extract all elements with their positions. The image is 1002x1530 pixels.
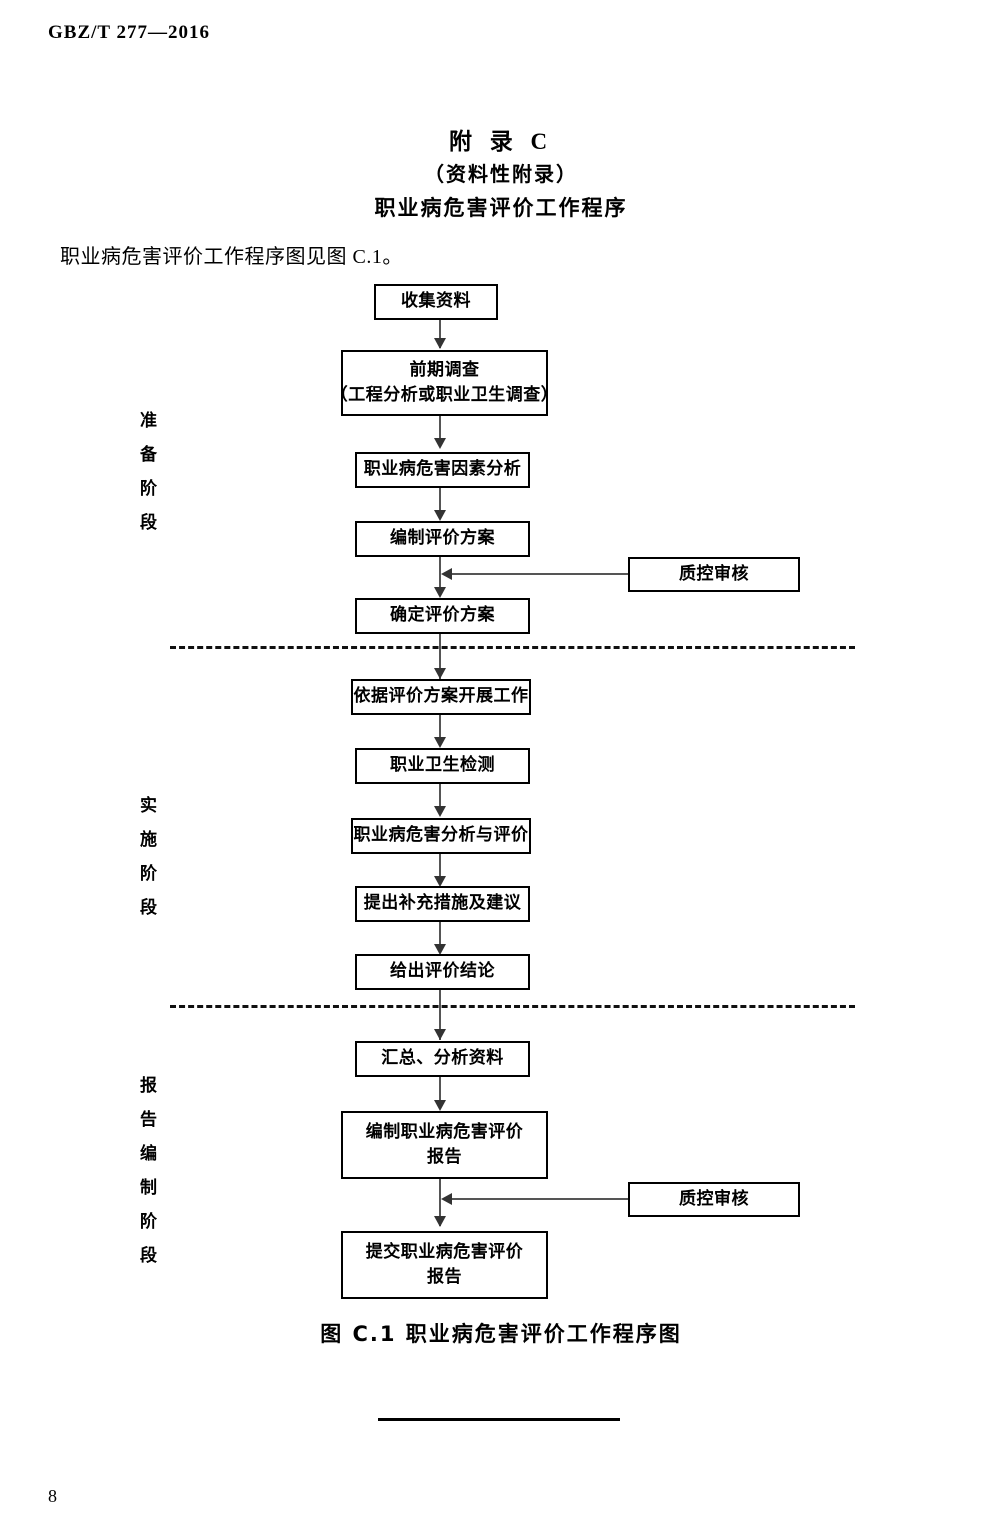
flow-node-label: 职业病危害分析与评价: [353, 825, 529, 846]
connector-testing-to-analysis: [439, 784, 441, 814]
stage-char: 报: [140, 1076, 157, 1096]
stage-divider-1: [170, 646, 855, 649]
stage-char: 编: [140, 1144, 157, 1164]
connector-plan-to-confirm: [439, 557, 441, 595]
flow-node-occupational-health-testing: 职业卫生检测: [355, 748, 530, 784]
connector-draft-to-submit: [439, 1179, 441, 1226]
arrow-left-icon: [441, 568, 452, 580]
flow-node-preliminary-survey: 前期调查 （工程分析或职业卫生调查）: [331, 350, 558, 416]
arrow-down-icon: [434, 668, 446, 679]
flow-node-label: 确定评价方案: [390, 605, 495, 626]
flow-node-carry-out-work: 依据评价方案开展工作: [351, 679, 531, 715]
flow-node-submit-report: 提交职业病危害评价 报告: [341, 1231, 548, 1299]
stage-char: 告: [140, 1110, 157, 1130]
connector-collect-to-survey: [439, 320, 441, 348]
flow-node-draft-report: 编制职业病危害评价 报告: [341, 1111, 548, 1179]
arrow-down-icon: [434, 944, 446, 955]
connector-carryout-to-testing: [439, 715, 441, 745]
flow-node-quality-control-review-2: 质控审核: [628, 1182, 800, 1217]
connector-qc1-to-plan: [452, 573, 628, 575]
flow-node-label: 职业卫生检测: [390, 755, 495, 776]
annex-kind-label: （资料性附录）: [424, 162, 578, 186]
arrow-down-icon: [434, 876, 446, 887]
flow-node-supplementary-measures: 提出补充措施及建议: [355, 886, 530, 922]
flow-node-label: 汇总、分析资料: [381, 1048, 504, 1069]
flow-node-label: 收集资料: [401, 291, 471, 312]
stage-char: 阶: [140, 864, 157, 884]
stage-label-preparation: 准 备 阶 段: [140, 413, 157, 549]
flow-node-label-line2: 报告: [427, 1267, 462, 1287]
flow-node-quality-control-review-1: 质控审核: [628, 557, 800, 592]
stage-char: 阶: [140, 1212, 157, 1232]
arrow-down-icon: [434, 338, 446, 349]
connector-confirm-to-carryout: [439, 634, 441, 682]
intro-paragraph: 职业病危害评价工作程序图见图 C.1。: [60, 246, 403, 268]
connector-survey-to-factor: [439, 416, 441, 446]
arrow-down-icon: [434, 1216, 446, 1227]
flow-node-label: 提交职业病危害评价: [365, 1241, 524, 1262]
stage-char: 备: [140, 445, 157, 465]
stage-char: 准: [140, 411, 157, 431]
flow-node-label-line2: 报告: [427, 1147, 462, 1167]
stage-label-implementation: 实 施 阶 段: [140, 798, 157, 934]
flow-node-hazard-analysis-evaluation: 职业病危害分析与评价: [351, 818, 531, 854]
flow-node-evaluation-conclusion: 给出评价结论: [355, 954, 530, 990]
stage-char: 段: [140, 513, 157, 533]
arrow-down-icon: [434, 510, 446, 521]
page-number: 8: [48, 1486, 57, 1506]
connector-conclusion-to-summary: [439, 990, 441, 1040]
flow-node-draft-evaluation-plan: 编制评价方案: [355, 521, 530, 557]
figure-caption: 图 C.1 职业病危害评价工作程序图: [320, 1322, 682, 1346]
flow-node-label: 给出评价结论: [390, 961, 495, 982]
stage-char: 施: [140, 830, 157, 850]
flow-node-label: 前期调查: [409, 359, 480, 380]
stage-char: 制: [140, 1178, 157, 1198]
stage-char: 段: [140, 898, 157, 918]
arrow-down-icon: [434, 737, 446, 748]
stage-char: 段: [140, 1246, 157, 1266]
arrow-down-icon: [434, 1100, 446, 1111]
standard-code-header: GBZ/T 277—2016: [48, 22, 210, 43]
stage-char: 实: [140, 796, 157, 816]
flow-node-label: 提出补充措施及建议: [363, 893, 522, 914]
flow-node-label-line2: （工程分析或职业卫生调查）: [330, 385, 559, 405]
arrow-down-icon: [434, 438, 446, 449]
connector-measures-to-conclusion: [439, 922, 441, 952]
annex-subject-title: 职业病危害评价工作程序: [374, 196, 628, 220]
flow-node-hazard-factor-analysis: 职业病危害因素分析: [355, 452, 530, 488]
connector-factor-to-plan: [439, 488, 441, 518]
arrow-down-icon: [434, 806, 446, 817]
arrow-down-icon: [434, 1029, 446, 1040]
connector-qc2-to-draft: [452, 1198, 628, 1200]
annex-title: 附 录 C: [448, 129, 554, 154]
flow-node-label: 质控审核: [679, 1188, 749, 1209]
arrow-down-icon: [434, 587, 446, 598]
flow-node-label: 质控审核: [679, 563, 749, 584]
connector-analysis-to-measures: [439, 854, 441, 884]
stage-label-report: 报 告 编 制 阶 段: [140, 1078, 157, 1282]
stage-divider-2: [170, 1005, 855, 1008]
flow-node-label: 依据评价方案开展工作: [353, 686, 529, 707]
flow-node-summarize-analyze-data: 汇总、分析资料: [355, 1041, 530, 1077]
stage-char: 阶: [140, 479, 157, 499]
flow-node-collect-data: 收集资料: [374, 284, 498, 320]
connector-summary-to-draft: [439, 1077, 441, 1108]
flow-node-label: 职业病危害因素分析: [363, 459, 522, 480]
flow-node-label: 编制职业病危害评价: [365, 1121, 524, 1142]
flow-node-label: 编制评价方案: [390, 528, 495, 549]
flow-node-confirm-evaluation-plan: 确定评价方案: [355, 598, 530, 634]
arrow-left-icon: [441, 1193, 452, 1205]
footer-rule: [378, 1418, 620, 1421]
